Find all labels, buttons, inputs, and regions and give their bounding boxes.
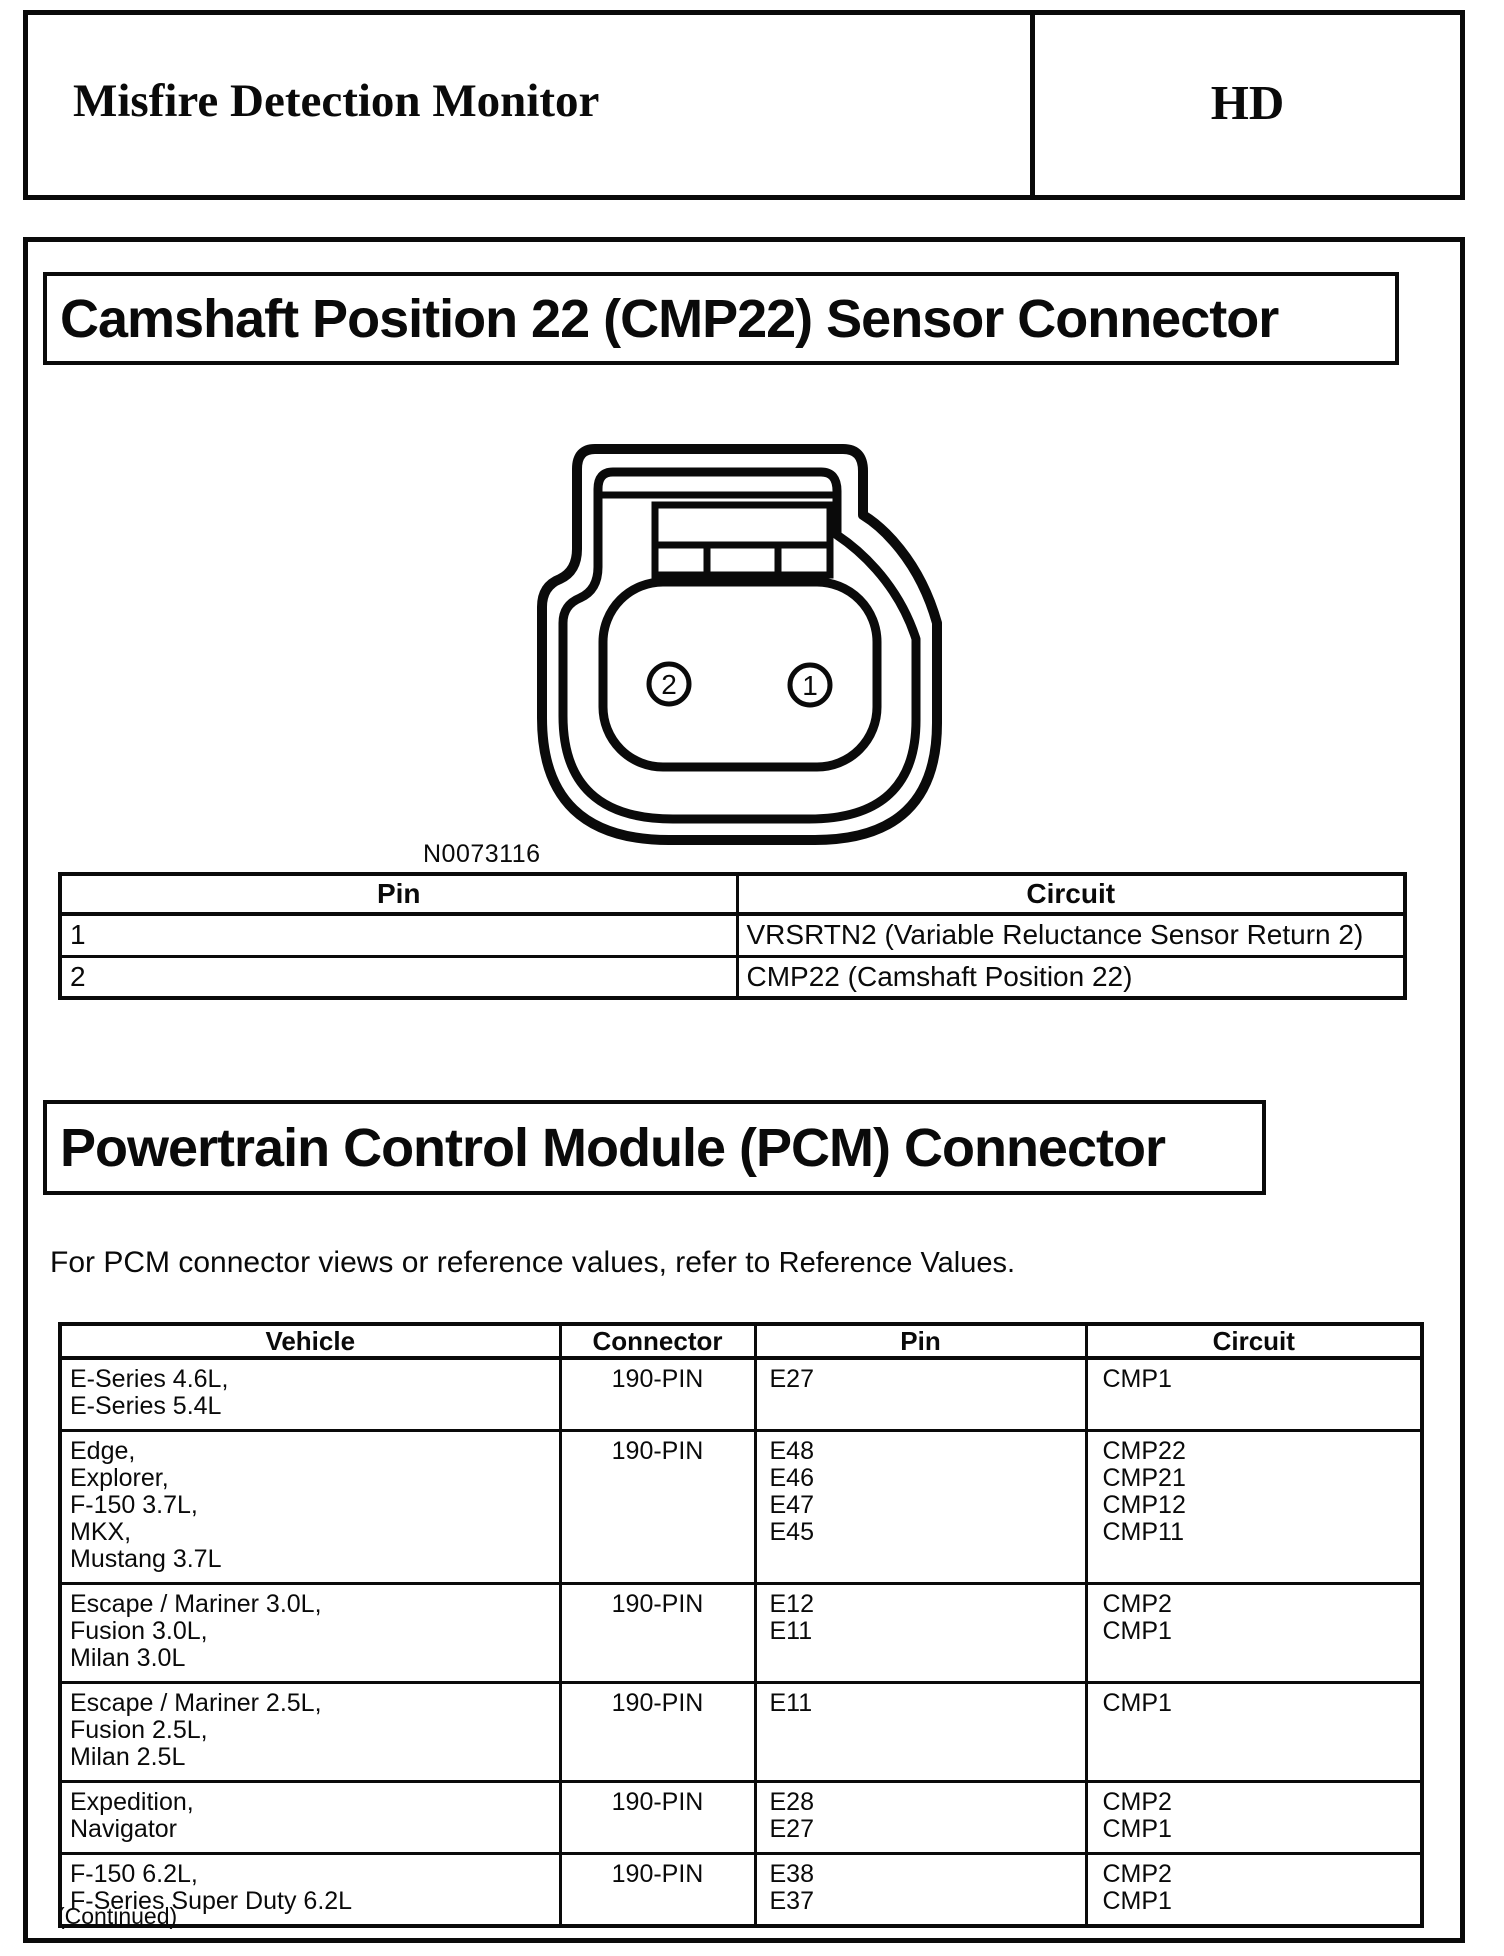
vehicle-table-header-row: Vehicle Connector Pin Circuit <box>58 1322 1424 1360</box>
section1-title: Camshaft Position 22 (CMP22) Sensor Conn… <box>60 288 1279 349</box>
pin-table-header-circuit: Circuit <box>735 872 1407 916</box>
circuit-cell: CMP2 CMP1 <box>1084 1852 1424 1928</box>
connector-cell: 190-PIN <box>558 1356 757 1432</box>
vehicle-cell: Escape / Mariner 2.5L, Fusion 2.5L, Mila… <box>58 1681 562 1783</box>
socket-cavity <box>598 577 882 772</box>
pin1-circle <box>787 662 833 708</box>
vehicle-table-row: Escape / Mariner 2.5L, Fusion 2.5L, Mila… <box>58 1681 1424 1783</box>
connector-cell: 190-PIN <box>558 1681 757 1783</box>
pin-cell: E11 <box>753 1681 1088 1783</box>
connector-cell: 190-PIN <box>558 1852 757 1928</box>
pin-cell: E48 E46 E47 E45 <box>753 1429 1088 1585</box>
circuit-cell: CMP2 CMP1 <box>1084 1780 1424 1855</box>
header-code-cell: HD <box>1035 15 1460 195</box>
vehicle-table-row: Edge, Explorer, F-150 3.7L, MKX, Mustang… <box>58 1429 1424 1585</box>
pin-cell: E12 E11 <box>753 1582 1088 1684</box>
vehicle-cell: F-150 6.2L, F-Series Super Duty 6.2L <box>58 1852 562 1928</box>
pin-cell: E27 <box>753 1356 1088 1432</box>
circuit-cell: CMP2 CMP1 <box>1084 1582 1424 1684</box>
intro-prefix: For PCM connector views or reference val… <box>50 1246 779 1279</box>
connector-outer-shell <box>537 444 942 845</box>
vehicle-cell: E-Series 4.6L, E-Series 5.4L <box>58 1356 562 1432</box>
connector-cell: 190-PIN <box>558 1582 757 1684</box>
vehicle-cell: Edge, Explorer, F-150 3.7L, MKX, Mustang… <box>58 1429 562 1585</box>
circuit-cell: CMP22 (Camshaft Position 22) <box>735 954 1407 1000</box>
latch-band <box>651 501 834 579</box>
vehicle-table-header-vehicle: Vehicle <box>58 1322 562 1360</box>
pin2-circle <box>646 661 692 707</box>
connector-cell: 190-PIN <box>558 1429 757 1585</box>
vehicle-table-header-connector: Connector <box>558 1322 757 1360</box>
circuit-cell: CMP1 <box>1084 1681 1424 1783</box>
pin-cell: E38 E37 <box>753 1852 1088 1928</box>
vehicle-table-header-pin: Pin <box>753 1322 1088 1360</box>
pin2-label: 2 <box>661 669 677 700</box>
pin1-label: 1 <box>802 670 818 701</box>
vehicle-cell: Escape / Mariner 3.0L, Fusion 3.0L, Mila… <box>58 1582 562 1684</box>
page-title: Misfire Detection Monitor <box>73 75 600 127</box>
header-title-cell: Misfire Detection Monitor <box>28 15 1035 195</box>
connector-cell: 190-PIN <box>558 1780 757 1855</box>
section2-title-box: Powertrain Control Module (PCM) Connecto… <box>43 1100 1266 1195</box>
vehicle-table: Vehicle Connector Pin Circuit E-Series 4… <box>58 1322 1424 1928</box>
header: Misfire Detection Monitor HD <box>23 10 1465 200</box>
intro-text: For PCM connector views or reference val… <box>50 1246 1015 1280</box>
connector-diagram: 2 1 <box>537 444 942 845</box>
circuit-cell: CMP1 <box>1084 1356 1424 1432</box>
pin-table-header-pin: Pin <box>58 872 739 916</box>
figure-caption: N0073116 <box>423 840 541 868</box>
pin-cell: 1 <box>58 912 739 958</box>
header-code: HD <box>1210 74 1285 130</box>
pin-cell: 2 <box>58 954 739 1000</box>
reference-values-text: Reference Values. <box>778 1247 1016 1279</box>
connector-inner-shell <box>558 467 921 824</box>
continued-note: (Continued) <box>57 1903 178 1929</box>
vehicle-table-header-circuit: Circuit <box>1084 1322 1424 1360</box>
section1-title-box: Camshaft Position 22 (CMP22) Sensor Conn… <box>43 272 1399 365</box>
section2-title: Powertrain Control Module (PCM) Connecto… <box>60 1117 1166 1178</box>
vehicle-cell: Expedition, Navigator <box>58 1780 562 1855</box>
circuit-cell: CMP22 CMP21 CMP12 CMP11 <box>1084 1429 1424 1585</box>
pin-cell: E28 E27 <box>753 1780 1088 1855</box>
circuit-cell: VRSRTN2 (Variable Reluctance Sensor Retu… <box>735 912 1407 958</box>
pin-table-header-row: Pin Circuit <box>58 872 1407 916</box>
vehicle-table-row: Escape / Mariner 3.0L, Fusion 3.0L, Mila… <box>58 1582 1424 1684</box>
